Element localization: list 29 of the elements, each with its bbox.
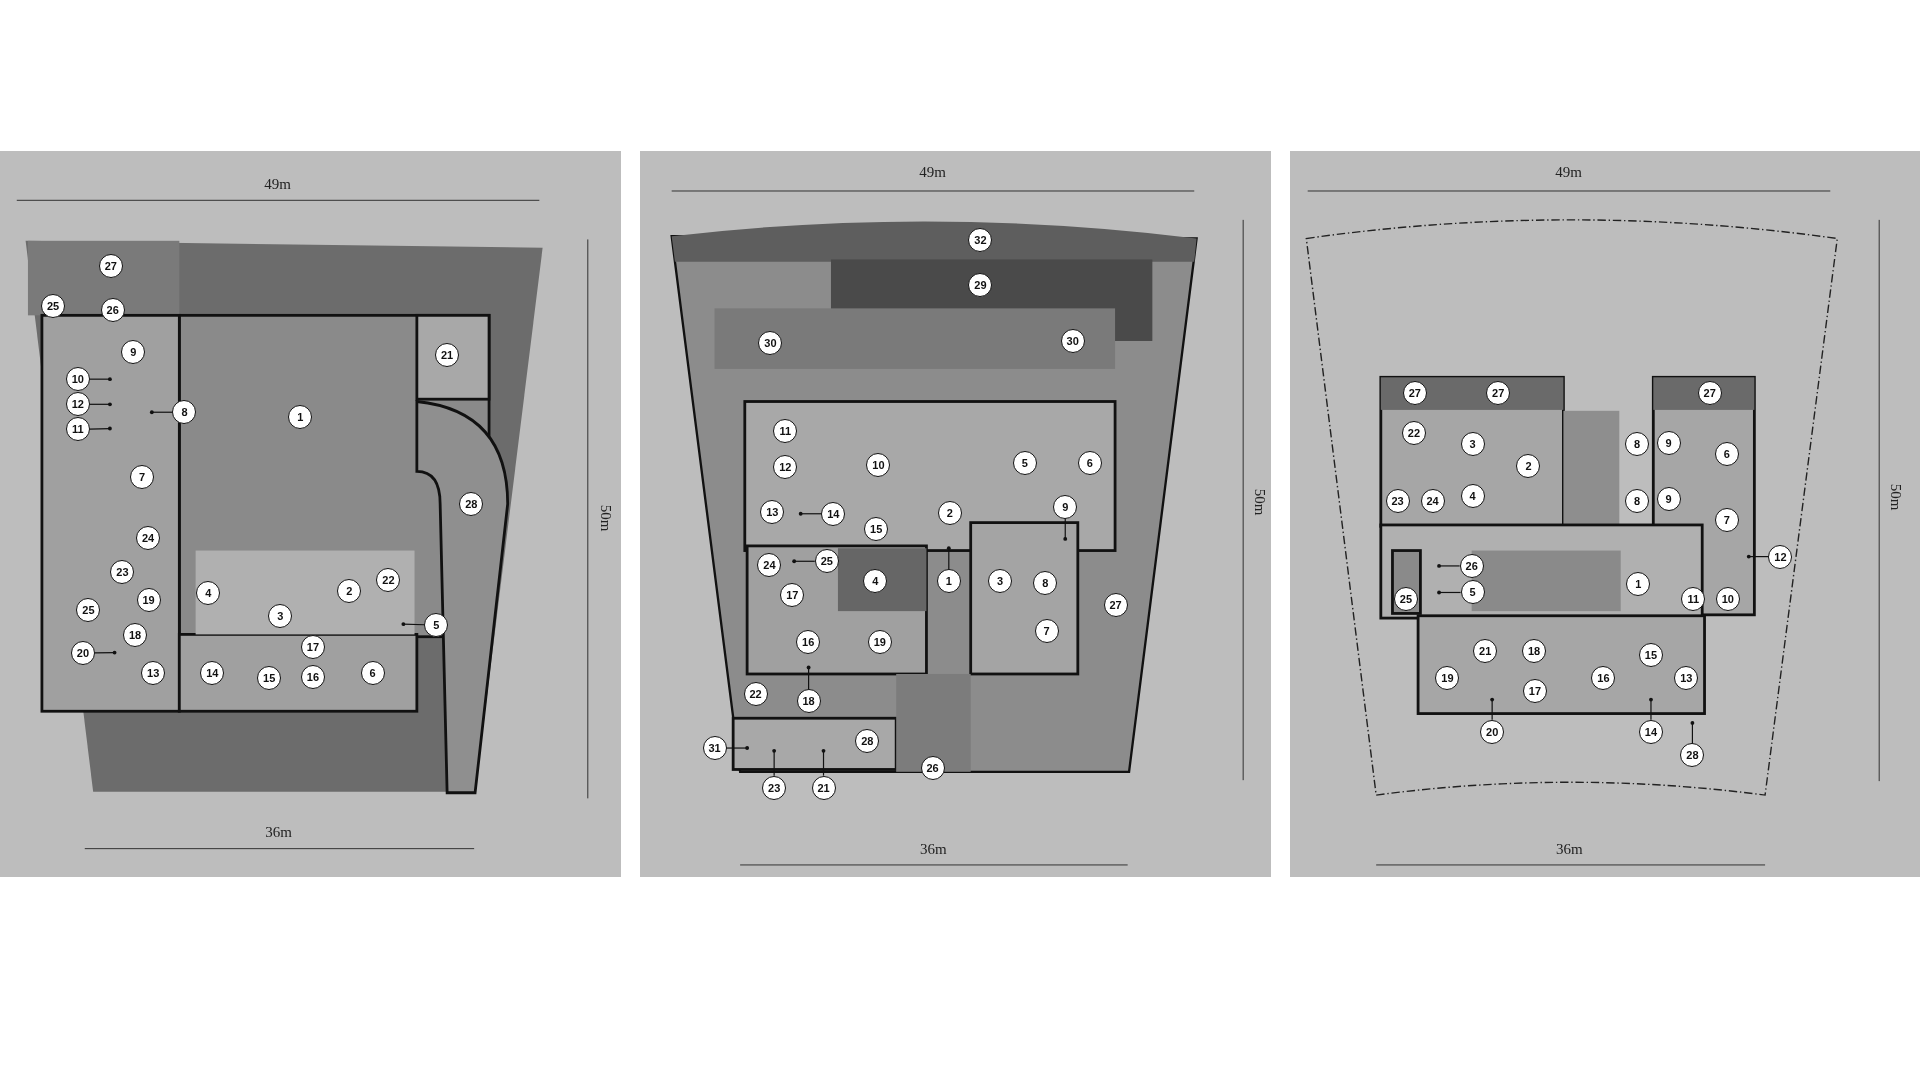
leader-line <box>798 511 822 516</box>
leader-line <box>94 650 117 655</box>
dimension-label: 49m <box>264 175 291 193</box>
leader-line <box>1437 590 1462 595</box>
leader-line <box>806 665 811 690</box>
leader-line <box>725 746 750 750</box>
leader-line <box>1649 697 1653 721</box>
dimension-label: 36m <box>1556 840 1583 858</box>
leader-line <box>89 402 112 407</box>
leader-line <box>946 546 951 570</box>
dimension-label: 50m <box>1887 483 1904 511</box>
dimension-label: 49m <box>919 163 946 181</box>
dimension-label: 50m <box>596 504 614 532</box>
dimension-label: 36m <box>265 823 292 841</box>
dimension-label: 49m <box>1555 163 1582 181</box>
leader-line <box>1746 554 1770 559</box>
leader-line <box>1690 720 1695 745</box>
dimension-label: 36m <box>920 840 947 858</box>
leader-line <box>401 622 426 627</box>
leader-line <box>1063 518 1068 541</box>
leader-line <box>149 410 174 415</box>
leader-line <box>1437 564 1461 568</box>
leader-line <box>89 377 112 382</box>
dimension-label: 50m <box>1250 488 1268 515</box>
leader-line <box>89 426 112 431</box>
leader-line <box>792 559 816 564</box>
leader-line <box>772 748 777 777</box>
leader-line <box>821 748 826 777</box>
leader-line <box>1490 697 1495 721</box>
